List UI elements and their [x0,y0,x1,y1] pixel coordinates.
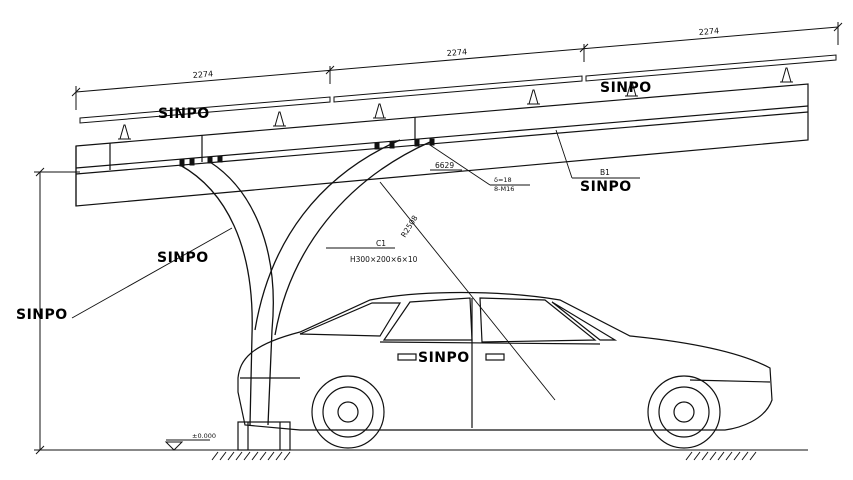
main-beam-b1 [75,83,809,207]
watermark-5: SINPO [16,307,68,323]
bolt-note-label: 8-M16 [494,185,514,193]
watermark-6: SINPO [418,350,470,366]
ground-level-label: ±0.000 [192,432,216,440]
watermark-1: SINPO [158,106,210,122]
beam-length-label: 6629 [435,161,454,170]
column-section-label: H300×200×6×10 [350,255,418,264]
leader-lines [71,129,640,441]
car-wheels [311,375,721,449]
beam-code-label: B1 [600,168,610,177]
connection-bolts [179,138,435,167]
car-outline [237,291,773,431]
panel-span-label-1: 2274 [192,69,213,80]
panel-span-label-2: 2274 [446,47,467,58]
column-code-label: C1 [376,239,386,248]
panel-span-label-3: 2274 [698,26,719,37]
watermark-3: SINPO [580,179,632,195]
panel-span-dimension-line [71,22,843,110]
watermark-2: SINPO [600,80,652,96]
column-c1 [179,139,431,426]
plate-note-label: δ=18 [494,176,512,184]
purlin-clamps [118,67,793,140]
ground-line [36,441,808,461]
arc-radius-label: R2508 [399,213,420,239]
solar-panel-modules [79,54,837,124]
watermark-4: SINPO [157,250,209,266]
